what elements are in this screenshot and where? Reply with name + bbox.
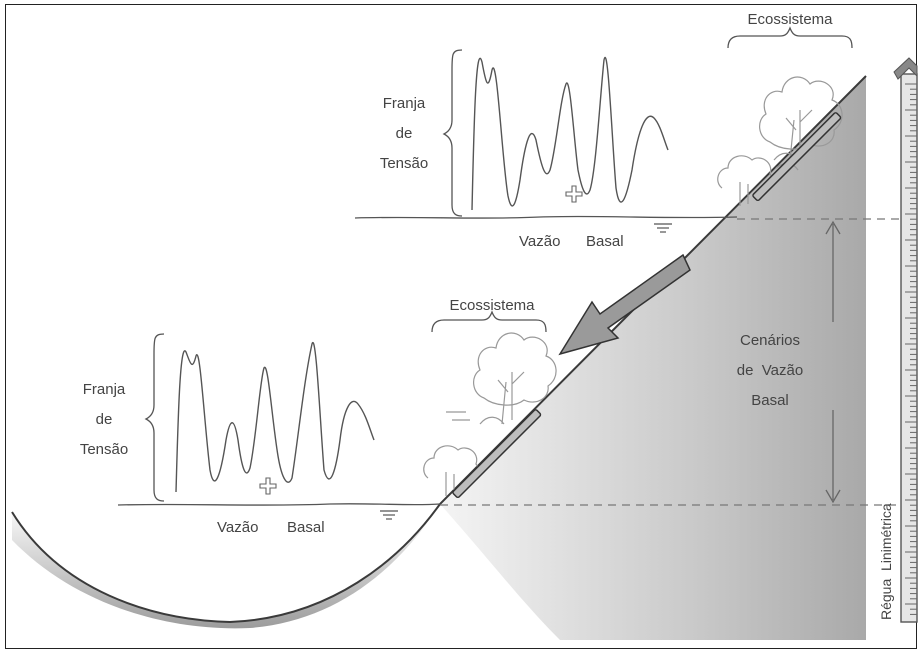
terrain <box>11 75 867 640</box>
lower-baseflow-label-1: Vazão <box>217 519 258 536</box>
lower-plus-icon <box>259 477 277 495</box>
water-level-gauge: Régua Linimétrica <box>878 57 918 623</box>
gauge-label: Régua Linimétrica <box>878 503 894 620</box>
gauge-body <box>900 73 918 623</box>
upper-fringe-label-line-1: Franja <box>383 95 426 112</box>
upper-water-line <box>354 215 738 219</box>
upper-scenario: Franja de Tensão Vazão Basal Ecossistema <box>380 11 853 250</box>
scenarios-label-line-3: Basal <box>751 392 789 409</box>
water-surface-symbol-lower <box>380 510 398 520</box>
water-surface-symbol-upper <box>654 223 672 233</box>
water-levels <box>117 215 905 520</box>
terrain-profile-line <box>11 75 867 624</box>
upper-baseflow-label-1: Vazão <box>519 233 560 250</box>
upper-hydrograph <box>471 56 669 211</box>
upper-fringe-brace <box>442 49 463 217</box>
lower-hydrograph <box>175 341 375 493</box>
lower-ecosystem-label: Ecossistema <box>449 297 535 314</box>
lower-ecosystem-brace <box>431 310 547 333</box>
lower-ecosystem-bar <box>452 409 542 499</box>
lower-water-line <box>117 503 441 506</box>
upper-plus-icon <box>565 185 583 203</box>
gauge-ticks <box>905 83 917 615</box>
upper-ecosystem-label: Ecossistema <box>747 11 833 28</box>
scenario-range-arrow <box>825 220 841 504</box>
lower-fringe-brace <box>144 333 165 502</box>
upper-fringe-label-line-2: de <box>396 125 413 142</box>
upper-ecosystem-brace <box>727 26 853 49</box>
gauge-top-chevron <box>893 57 918 80</box>
scenarios-label-line-1: Cenários <box>740 332 800 349</box>
shift-arrow <box>558 253 691 356</box>
upper-fringe-label-line-3: Tensão <box>380 155 428 172</box>
lower-fringe-label-line-1: Franja <box>83 381 126 398</box>
upper-baseflow-label-2: Basal <box>586 233 624 250</box>
lower-fringe-label-line-3: Tensão <box>80 441 128 458</box>
slope-fill <box>440 76 866 640</box>
scenarios-label-line-2: de Vazão <box>737 362 803 379</box>
lower-baseflow-label-2: Basal <box>287 519 325 536</box>
upper-ecosystem-bar <box>752 112 842 202</box>
lower-scenario: Franja de Tensão Vazão Basal Ecossistema <box>80 297 557 536</box>
lower-fringe-label-line-2: de <box>96 411 113 428</box>
